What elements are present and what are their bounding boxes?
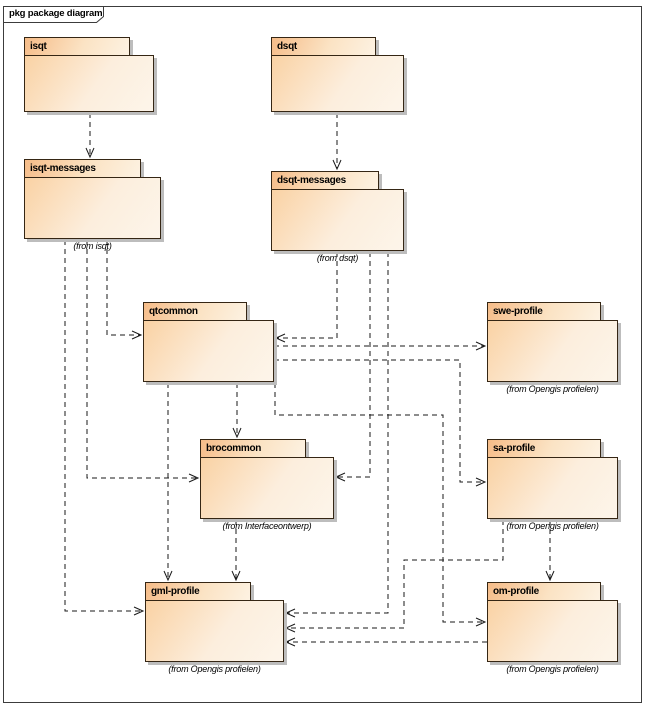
- dependency-qtcommon-to-brocommon[interactable]: [232, 383, 242, 439]
- package-tab[interactable]: gml-profile: [145, 582, 251, 601]
- package-caption: (from isqt): [73, 241, 112, 251]
- package-caption: (from Opengis profielen): [506, 664, 599, 674]
- package-name: om-profile: [493, 586, 539, 597]
- dependency-om-profile-to-gml-profile[interactable]: [284, 637, 487, 647]
- dependency-arrowhead: [274, 333, 286, 343]
- dependency-arrowhead: [545, 570, 555, 582]
- dependency-sa-profile-to-om-profile[interactable]: [545, 520, 555, 582]
- package-tab[interactable]: om-profile: [487, 582, 601, 601]
- dependency-isqt-messages-to-gml-profile[interactable]: [64, 240, 145, 616]
- package-gml-profile[interactable]: gml-profile (from Opengis profielen): [145, 582, 284, 674]
- package-body[interactable]: [145, 600, 284, 662]
- package-body[interactable]: [24, 55, 154, 112]
- diagram-frame-border: [3, 6, 642, 703]
- package-sa-profile[interactable]: sa-profile (from Opengis profielen): [487, 439, 618, 531]
- package-body[interactable]: [271, 55, 404, 112]
- package-caption: (from Interfaceontwerp): [222, 521, 312, 531]
- package-body[interactable]: [200, 457, 334, 519]
- dependency-arrowhead: [475, 477, 487, 487]
- package-name: qtcommon: [149, 306, 198, 317]
- package-body[interactable]: [487, 600, 618, 662]
- package-name: isqt: [30, 41, 47, 52]
- package-name: gml-profile: [151, 586, 200, 597]
- package-tab[interactable]: isqt-messages: [24, 159, 141, 178]
- dependency-arrowhead: [163, 570, 173, 582]
- package-brocommon[interactable]: brocommon (from Interfaceontwerp): [200, 439, 334, 531]
- dependency-qtcommon-to-gml-profile[interactable]: [163, 383, 173, 582]
- package-tab[interactable]: qtcommon: [143, 302, 247, 321]
- package-body[interactable]: [487, 320, 618, 382]
- dependency-arrowhead: [475, 617, 487, 627]
- dependency-isqt-messages-to-qtcommon[interactable]: [106, 240, 143, 340]
- package-dsqt[interactable]: dsqt: [271, 37, 404, 112]
- dependency-isqt-messages-to-brocommon[interactable]: [86, 240, 200, 483]
- package-body[interactable]: [143, 320, 274, 382]
- package-body[interactable]: [24, 177, 161, 239]
- dependency-arrowhead: [284, 623, 296, 633]
- package-name: brocommon: [206, 443, 262, 454]
- package-body[interactable]: [487, 457, 618, 519]
- dependency-qtcommon-to-om-profile[interactable]: [274, 383, 487, 627]
- dependency-arrowhead: [85, 147, 95, 159]
- package-isqt[interactable]: isqt: [24, 37, 154, 112]
- dependency-arrowhead: [232, 427, 242, 439]
- dependency-dsqt-messages-to-gml-profile[interactable]: [284, 252, 389, 618]
- package-om-profile[interactable]: om-profile (from Opengis profielen): [487, 582, 618, 674]
- dependency-arrowhead: [133, 606, 145, 616]
- package-tab[interactable]: brocommon: [200, 439, 306, 458]
- package-caption: (from Opengis profielen): [506, 384, 599, 394]
- dependency-isqt-to-isqt-messages[interactable]: [85, 113, 95, 159]
- dependency-arrowhead: [231, 570, 241, 582]
- dependency-dsqt-to-dsqt-messages[interactable]: [332, 113, 342, 171]
- package-name: dsqt-messages: [277, 175, 346, 186]
- package-dsqt-messages[interactable]: dsqt-messages (from dsqt): [271, 171, 404, 263]
- dependency-brocommon-to-gml-profile[interactable]: [231, 520, 241, 582]
- dependency-qtcommon-to-sa-profile[interactable]: [274, 359, 487, 487]
- package-name: swe-profile: [493, 306, 543, 317]
- dependency-arrowhead: [334, 472, 346, 482]
- dependency-arrowhead: [284, 608, 296, 618]
- package-caption: (from Opengis profielen): [168, 664, 261, 674]
- package-name: sa-profile: [493, 443, 536, 454]
- diagram-frame-title-tab: [3, 6, 104, 23]
- package-tab[interactable]: dsqt-messages: [271, 171, 379, 190]
- package-tab[interactable]: sa-profile: [487, 439, 601, 458]
- dependency-arrowhead: [475, 341, 487, 351]
- dependency-arrowhead: [131, 330, 143, 340]
- package-caption: (from Opengis profielen): [506, 521, 599, 531]
- package-name: dsqt: [277, 41, 297, 52]
- dependency-arrowhead: [332, 159, 342, 171]
- package-swe-profile[interactable]: swe-profile (from Opengis profielen): [487, 302, 618, 394]
- package-body[interactable]: [271, 189, 404, 251]
- diagram-title: pkg package diagram: [9, 8, 103, 19]
- package-tab[interactable]: swe-profile: [487, 302, 601, 321]
- dependency-qtcommon-to-swe-profile[interactable]: [274, 341, 487, 351]
- package-tab[interactable]: isqt: [24, 37, 130, 56]
- dependency-arrowhead: [188, 473, 200, 483]
- package-caption: (from dsqt): [316, 253, 359, 263]
- package-tab[interactable]: dsqt: [271, 37, 376, 56]
- dependency-dsqt-messages-to-qtcommon[interactable]: [274, 252, 338, 343]
- package-name: isqt-messages: [30, 163, 96, 174]
- package-isqt-messages[interactable]: isqt-messages (from isqt): [24, 159, 161, 251]
- dependency-sa-profile-to-gml-profile[interactable]: [284, 520, 504, 633]
- dependency-arrowhead: [284, 637, 296, 647]
- dependency-dsqt-messages-to-brocommon[interactable]: [334, 252, 371, 482]
- package-qtcommon[interactable]: qtcommon: [143, 302, 274, 382]
